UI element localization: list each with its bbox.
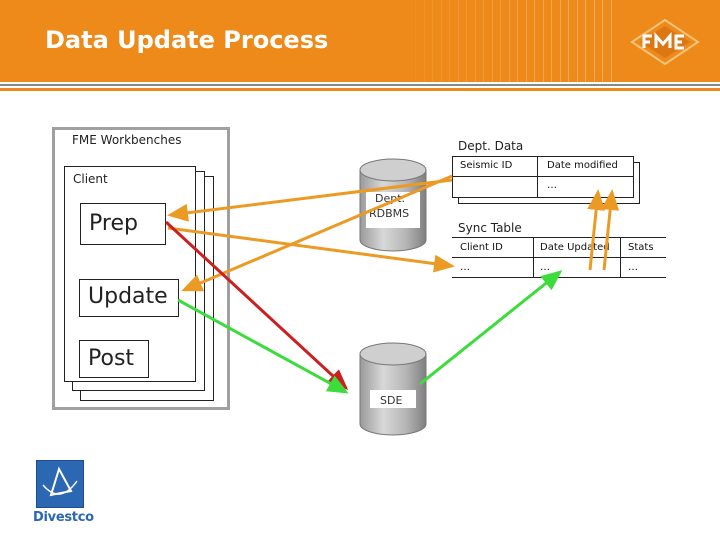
sync-table-header-client-id: Client ID (460, 242, 503, 253)
fme-logo (630, 18, 700, 66)
header-stripe (568, 0, 569, 82)
header-stripe (542, 0, 544, 82)
header-stripe (593, 0, 595, 82)
header-stripe (576, 0, 578, 82)
sde-cylinder (359, 342, 427, 436)
divestco-logo-icon (42, 466, 78, 497)
header-stripe (457, 0, 459, 82)
sync-table-mid-rule (452, 257, 666, 258)
header-stripe (559, 0, 561, 82)
sync-table-col-divider-2 (620, 237, 621, 277)
fme-workbenches-label: FME Workbenches (72, 133, 182, 147)
header-stripe (432, 0, 433, 82)
sync-table-title: Sync Table (458, 221, 522, 235)
header-stripes (415, 0, 625, 82)
sync-table-cell-stats: … (628, 262, 638, 273)
sync-table-header-date-updated: Date Updated (540, 242, 610, 253)
header-stripe (551, 0, 552, 82)
divestco-logo-text: Divestco (33, 510, 94, 525)
divestco-logo-mark (36, 460, 84, 508)
arrow-sde-to-sync (419, 270, 563, 386)
client-label: Client (73, 172, 108, 186)
slide-title: Data Update Process (45, 26, 329, 54)
header-stripe (449, 0, 450, 82)
header-stripe (525, 0, 527, 82)
sync-table-cell-client-id: … (460, 262, 470, 273)
sync-table-col-divider-1 (533, 237, 534, 277)
dept-data-cell-date: … (547, 180, 557, 191)
arrow-prep-to-sde (164, 220, 349, 391)
header-stripe (474, 0, 476, 82)
header-stripe (466, 0, 467, 82)
header-divider (0, 84, 720, 86)
header-stripe (517, 0, 518, 82)
dept-data-header-seismic-id: Seismic ID (460, 160, 513, 171)
dept-data-header-date-modified: Date modified (547, 160, 618, 171)
header-stripe (508, 0, 510, 82)
update-box (79, 279, 179, 317)
header-stripe (491, 0, 493, 82)
header-stripe (483, 0, 484, 82)
header-stripe (610, 0, 612, 82)
prep-label: Prep (89, 211, 138, 236)
sync-table-top-rule (452, 237, 666, 238)
post-box (79, 340, 149, 378)
title-bar: Data Update Process (0, 0, 720, 82)
post-label: Post (88, 346, 135, 371)
header-stripe (440, 0, 442, 82)
update-label: Update (88, 284, 168, 309)
dept-rdbms-label-line2: RDBMS (369, 207, 410, 220)
header-stripe (423, 0, 425, 82)
arrow-update-to-sde (177, 298, 349, 394)
arrow-deptdata-to-update (181, 174, 453, 292)
dept-rdbms-label-line1: Dept. (375, 192, 406, 205)
arrow-sync-to-deptdata-1 (587, 189, 606, 271)
header-stripe (415, 0, 416, 82)
sync-table-header-stats: Stats (628, 242, 654, 253)
header-stripe (500, 0, 501, 82)
header-stripe (534, 0, 535, 82)
arrow-sync-to-deptdata-2 (601, 189, 620, 271)
sde-label: SDE (380, 394, 403, 407)
header-accent-line (0, 88, 720, 91)
arrow-deptdata-to-prep (167, 178, 453, 222)
prep-box (80, 203, 166, 245)
header-stripe (585, 0, 586, 82)
arrow-prep-to-sync (167, 226, 455, 273)
dept-data-col-divider (537, 156, 538, 198)
dept-data-row-divider (452, 176, 634, 177)
dept-data-title: Dept. Data (458, 139, 524, 153)
sync-table-cell-date-updated: … (540, 262, 550, 273)
header-stripe (602, 0, 603, 82)
fme-workbenches-frame (52, 127, 230, 410)
